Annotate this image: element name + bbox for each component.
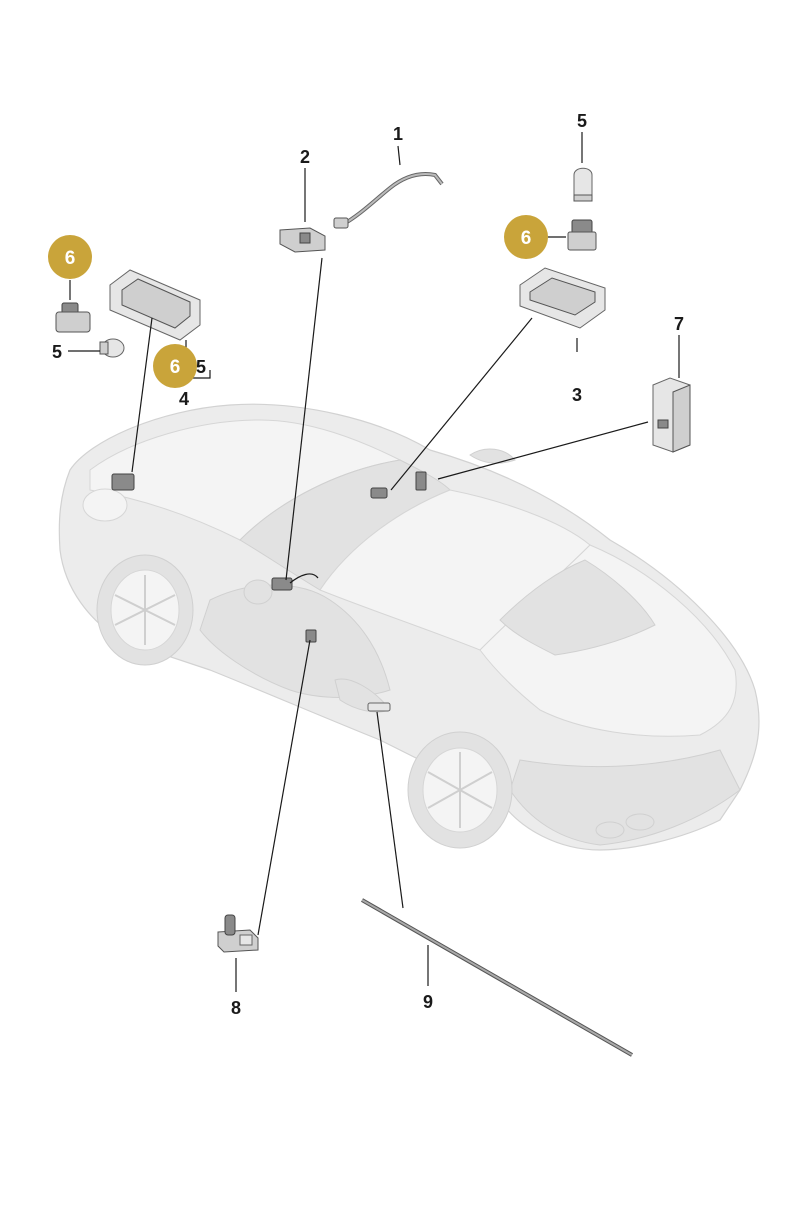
part-8-switch — [217, 914, 259, 953]
badge-circle — [153, 344, 197, 388]
on-car-part-markers — [111, 471, 427, 712]
callout-1: 1 — [393, 124, 403, 144]
part-4-light-housing — [109, 269, 201, 341]
callout-2: 2 — [300, 147, 310, 167]
car-illustration — [58, 403, 760, 851]
badge-circle — [48, 235, 92, 279]
callout-5-top: 5 — [577, 111, 587, 131]
part-5-bulb-left — [99, 338, 125, 358]
badge-6-right-top: 6 — [504, 215, 548, 259]
badge-6-left-mid: 6 — [153, 344, 197, 388]
part-7-control-unit — [652, 377, 691, 453]
part-2-connector — [279, 227, 326, 253]
part-6-socket-top — [567, 219, 597, 251]
callout-5-mid: 5 — [196, 357, 206, 377]
callout-numbers: 1 2 3 4 5 5 5 7 8 9 — [52, 111, 684, 1018]
callout-7: 7 — [674, 314, 684, 334]
leader-lines — [68, 132, 680, 992]
part-1-cable — [333, 172, 444, 229]
callout-4: 4 — [179, 389, 189, 409]
badge-label: 6 — [170, 357, 181, 378]
callout-3: 3 — [572, 385, 582, 405]
callout-5-left: 5 — [52, 342, 62, 362]
badge-label: 6 — [65, 248, 76, 269]
badge-6-left-top: 6 — [48, 235, 92, 279]
badge-circle — [504, 215, 548, 259]
badges: 6 6 6 — [48, 215, 548, 388]
part-3-light-housing — [519, 267, 606, 329]
part-9-strip — [361, 898, 633, 1057]
badge-label: 6 — [521, 228, 532, 249]
part-5-bulb-top — [573, 167, 593, 202]
part-6-socket-left — [55, 302, 91, 333]
callout-9: 9 — [423, 992, 433, 1012]
callout-8: 8 — [231, 998, 241, 1018]
